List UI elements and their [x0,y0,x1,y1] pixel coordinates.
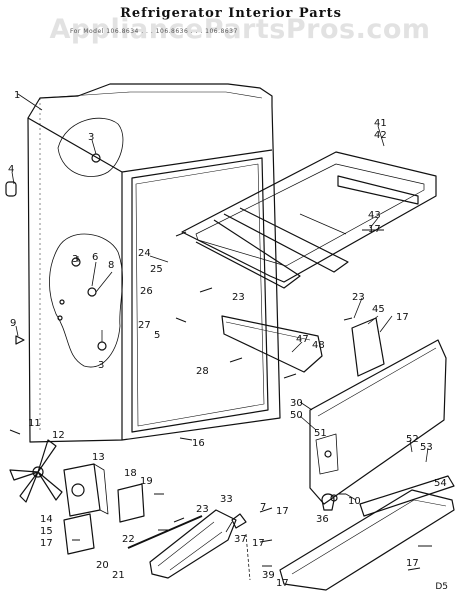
part-label: 16 [192,438,205,449]
part-label: 23 [232,292,245,303]
model-line: For Model 106.8634 . . . 106.8636 . . . … [70,28,238,35]
part-label: 43 [368,210,381,221]
part-label: 25 [150,264,163,275]
part-label: 54 [434,478,447,489]
part-label: 3 [88,132,94,143]
part-label: 15 [40,526,53,537]
part-label: 1 [14,90,20,101]
part-label: 8 [108,260,114,271]
part-label: 36 [316,514,329,525]
diagram-title: Refrigerator Interior Parts [120,6,342,21]
part-label: 26 [140,286,153,297]
part-label: 7 [260,502,266,513]
part-label: 13 [92,452,105,463]
part-label: 52 [406,434,419,445]
part-label: 5 [154,330,160,341]
part-label: 9 [10,318,16,329]
part-label: 24 [138,248,151,259]
part-label: 53 [420,442,433,453]
part-label: 37 [234,534,247,545]
part-label: 33 [220,494,233,505]
part-label: 42 [374,130,387,141]
part-label: 22 [122,534,135,545]
part-label: 17 [396,312,409,323]
part-label: 4 [8,164,14,175]
part-label: 6 [92,252,98,263]
part-label: 50 [290,410,303,421]
part-label: 12 [52,430,65,441]
part-label: 10 [348,496,361,507]
shelf-frame [181,151,437,289]
part-label: 47 [296,334,309,345]
part-label: 39 [262,570,275,581]
part-label: 20 [96,560,109,571]
part-label: 27 [138,320,151,331]
leader-lines [11,93,429,533]
part-label: 17 [252,538,265,549]
part-label: 51 [314,428,327,439]
part-label: 14 [40,514,53,525]
part-label: 3 [72,254,78,265]
part-label: 23 [352,292,365,303]
screws [9,229,432,571]
part-label: 41 [374,118,387,129]
diagram-code: D5 [435,582,448,592]
part-label: 30 [290,398,303,409]
part-label: 19 [140,476,153,487]
part-label: 18 [124,468,137,479]
part-label: 17 [368,224,381,235]
part-label: 11 [28,418,41,429]
part-label: 3 [98,360,104,371]
part-label: 28 [196,366,209,377]
part-label: 17 [406,558,419,569]
part-label: 23 [196,504,209,515]
part-label: 48 [312,340,325,351]
part-label: 17 [276,578,289,589]
part-label: 17 [276,506,289,517]
part-label: 21 [112,570,125,581]
cabinet-liner [27,83,281,443]
fan-assembly [9,439,63,503]
part-label: 17 [40,538,53,549]
part-label: 45 [372,304,385,315]
